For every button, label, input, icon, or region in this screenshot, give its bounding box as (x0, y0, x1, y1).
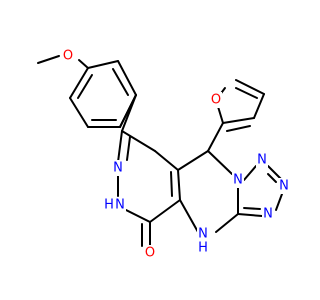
bond-c8-n7-double (126, 136, 131, 161)
tetrazole-nitrogen-4-label: N (263, 207, 273, 222)
bond-n1-n2-double (267, 173, 277, 183)
tetrazole-nitrogen-1-label: N (233, 173, 243, 188)
carbonyl-oxygen-label: O (145, 246, 155, 261)
bond-c3a-n4 (215, 213, 239, 233)
methoxy-oxygen-label: O (63, 49, 73, 64)
atom-label-background (262, 206, 274, 222)
atom-label-background (278, 178, 290, 194)
bond-furan-1-double (226, 125, 251, 132)
tetrazole-nitrogen-3-label: N (279, 179, 289, 194)
bond-ch3-o (37, 55, 60, 64)
furan-oxygen-label: O (211, 93, 221, 108)
bond-n10-n1 (243, 165, 257, 181)
bond-benz-6-inner (77, 74, 93, 99)
atom-label-background (232, 172, 244, 188)
atom-label-background (197, 240, 209, 256)
bond-n4-c4a (179, 199, 199, 233)
atom-label-background (210, 92, 222, 108)
bond-n3-c3a (237, 213, 263, 217)
bond-furan-1 (222, 117, 255, 124)
bond-benz-6 (69, 67, 89, 99)
atom-label-background (197, 226, 209, 242)
bond-c8-c8a (121, 130, 156, 152)
pyrimidine-nh-hydrogen-label: H (198, 241, 208, 256)
atom-label-background (112, 160, 124, 176)
atom-label-background (144, 245, 156, 261)
bond-c4a-c8a-double (170, 171, 173, 197)
bond-n6-c5 (125, 209, 151, 223)
atom-label-layer: O O N N H O N H N N N N (62, 48, 290, 261)
bond-o-aryl (78, 59, 89, 69)
atom-label-background (114, 197, 126, 213)
atom-label-background (62, 48, 74, 64)
molecule-structure-diagram: O O N N H O N H N N N N (37, 48, 290, 261)
bond-c4a-c8a (177, 169, 181, 201)
bond-furan-3-double (235, 87, 258, 99)
bond-aryl-c8b (121, 94, 137, 132)
pyridazine-nitrogen-label: N (113, 161, 123, 176)
bond-benz-1 (87, 60, 119, 69)
bond-n1-n2 (267, 165, 283, 181)
pyridazine-nh-nitrogen-label: N (115, 198, 125, 213)
pyridazine-nh-hydrogen-label: H (104, 198, 114, 213)
bond-c9-n10 (207, 150, 233, 175)
bond-benz-5 (69, 97, 89, 128)
bond-benz-2 (117, 60, 137, 96)
pyrimidine-nh-nitrogen-label: N (198, 227, 208, 242)
bond-layer (37, 55, 283, 247)
bond-n2-n3 (275, 193, 283, 211)
bond-c8a-c8 (154, 150, 179, 171)
atom-label-background (103, 197, 115, 213)
bond-c8-n7 (117, 130, 123, 163)
bond-c5-c4a (149, 199, 181, 223)
bond-benz-2-inner (112, 68, 129, 96)
bond-c9-furan (207, 122, 224, 152)
atom-label-background (256, 152, 268, 168)
bond-furan-3 (235, 79, 265, 95)
bond-furan-2 (253, 93, 265, 119)
bond-c8a-c9 (177, 150, 209, 171)
tetrazole-nitrogen-2-label: N (257, 153, 267, 168)
bond-n3-c3a-double (243, 207, 261, 210)
